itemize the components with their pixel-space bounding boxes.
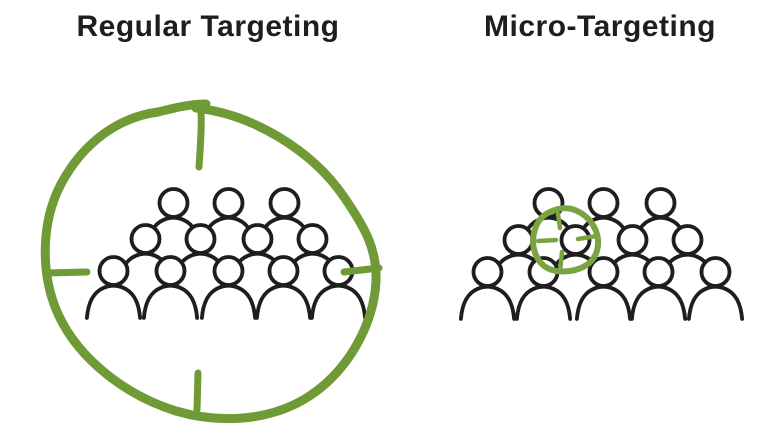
person-icon	[84, 255, 143, 320]
person-icon	[514, 256, 573, 321]
person-icon	[658, 224, 717, 289]
person-icon	[574, 256, 633, 321]
person-icon	[309, 255, 368, 320]
person-icon	[199, 255, 258, 320]
big-target-reticle-icon	[40, 99, 383, 424]
person-icon	[254, 255, 313, 320]
reticle-tick-right	[575, 233, 600, 242]
reticle-tick-top	[195, 107, 205, 171]
reticle-tick-top	[555, 211, 563, 231]
reticle-circle	[40, 99, 381, 424]
reticle-circle	[530, 205, 602, 275]
reticle-tick-left	[535, 237, 559, 244]
person-icon	[686, 256, 745, 321]
reticle-tick-bottom	[193, 369, 202, 414]
crowd-micro-targeting	[458, 187, 745, 321]
crowd-regular-targeting	[84, 187, 368, 320]
regular-targeting-title: Regular Targeting	[76, 10, 340, 43]
micro-targeting-title: Micro-Targeting	[484, 10, 716, 43]
small-target-reticle-icon	[530, 205, 602, 275]
reticle-tick-left	[42, 268, 91, 277]
person-icon	[629, 256, 688, 321]
person-icon	[458, 256, 517, 321]
reticle-tick-bottom	[557, 249, 565, 274]
person-icon	[141, 255, 200, 320]
reticle-tick-right	[340, 264, 383, 276]
